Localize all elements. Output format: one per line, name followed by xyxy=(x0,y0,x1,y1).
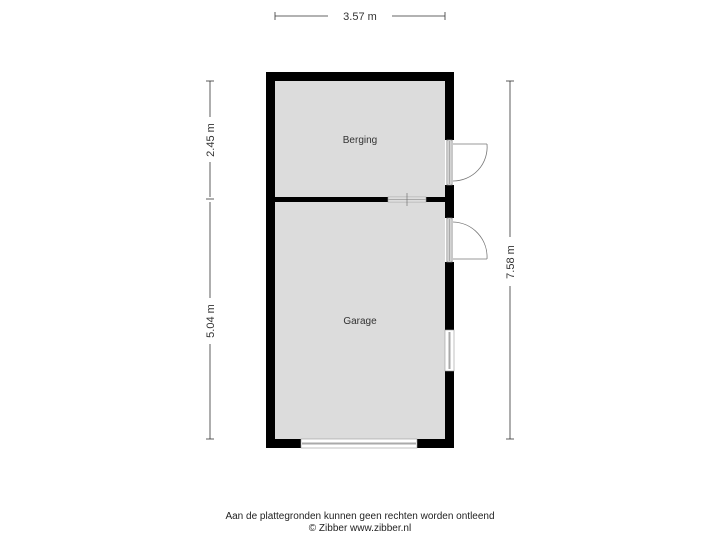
door-garage-side xyxy=(446,217,488,263)
room-label-garage: Garage xyxy=(343,316,377,327)
footer-copyright: © Zibber www.zibber.nl xyxy=(308,523,412,534)
walls xyxy=(266,72,454,448)
footer-disclaimer: Aan de plattegronden kunnen geen rechten… xyxy=(225,511,495,522)
dimension-top xyxy=(274,12,446,20)
room-garage-floor xyxy=(275,202,445,439)
door-divider xyxy=(387,193,427,206)
dimension-left xyxy=(206,80,214,440)
dimension-left-lower-label: 5.04 m xyxy=(205,304,217,338)
dimension-right-label: 7.58 m xyxy=(505,245,517,279)
dimension-right xyxy=(506,80,514,440)
garage-door xyxy=(300,438,418,449)
door-berging xyxy=(446,139,488,186)
room-label-berging: Berging xyxy=(343,135,377,146)
dimension-top-label: 3.57 m xyxy=(343,11,377,23)
dimension-left-upper-label: 2.45 m xyxy=(205,123,217,157)
room-berging-floor xyxy=(275,81,445,197)
window-garage xyxy=(444,329,455,372)
